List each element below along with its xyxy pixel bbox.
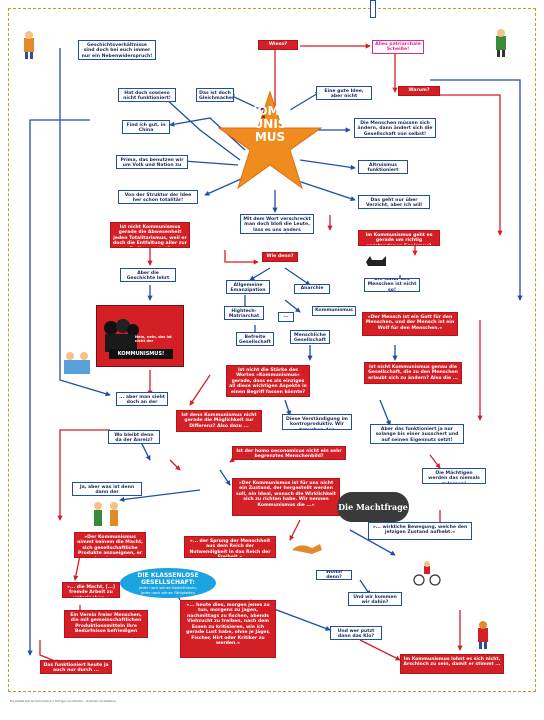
node-21[interactable]: Die Natur des Menschen ist nicht so! bbox=[364, 278, 420, 292]
node-10[interactable]: Prima, das benutzen wir um Volk und Nati… bbox=[116, 155, 188, 169]
star-label-line-1: KOMM bbox=[248, 104, 292, 118]
poster-subtitle: Nein, nein, das ist nicht der bbox=[135, 335, 172, 343]
node-41[interactable]: »Der Kommunismus nimmt keinem die Macht,… bbox=[74, 532, 146, 558]
node-48[interactable]: Und wer putzt dann das Klo? bbox=[330, 626, 382, 640]
node-13[interactable]: Das geht nur über Verzicht, aber ich wil… bbox=[358, 195, 430, 209]
node-50[interactable]: Im Kommunismus lohnt es sich nicht, Arsc… bbox=[400, 654, 504, 674]
node-37[interactable]: Ja, aber was ist denn dann der Kommunism… bbox=[72, 482, 142, 496]
node-33[interactable]: Diese Verständigung im kontroproduktiv. … bbox=[282, 414, 352, 430]
star-label-line-2: UNIS bbox=[253, 117, 287, 131]
heads-illustration bbox=[104, 319, 139, 352]
node-40[interactable]: »... wirkliche Bewegung, welche den jetz… bbox=[368, 522, 472, 540]
star-label-line-3: MUS bbox=[254, 130, 286, 144]
propaganda-poster-image: Nein, nein, das ist nicht der KOMMUNISMU… bbox=[96, 305, 184, 367]
node-17[interactable]: Wie denn? bbox=[262, 252, 298, 262]
figure-icon bbox=[496, 29, 506, 57]
dashed-frame bbox=[8, 8, 536, 692]
question-mark-icon: ? bbox=[260, 106, 269, 122]
node-45[interactable]: Und wir kommen wir dahin? bbox=[348, 592, 402, 606]
classless-society-bubble[interactable]: DIE KLASSENLOSE GESELLSCHAFT: Jeder nach… bbox=[120, 568, 216, 598]
node-22[interactable]: Kommunismus bbox=[312, 306, 356, 316]
node-8[interactable]: Find ich gut, in China brummt's! bbox=[122, 120, 170, 134]
node-43[interactable]: Wohin denn? bbox=[316, 570, 352, 580]
footer-credits: Eine Debatte über den Kommunismus in 50 … bbox=[10, 700, 116, 703]
node-11[interactable]: Altruismus funktioniert nicht! bbox=[358, 160, 408, 174]
node-18[interactable]: Aber die Geschichte lehrt ...! bbox=[120, 268, 176, 282]
node-27[interactable]: Befreite Gesellschaft bbox=[236, 332, 274, 346]
node-49[interactable]: Das funktioniert heute ja auch nur durch… bbox=[40, 660, 112, 674]
node-5[interactable]: Das ist doch Gleichmacherei! bbox=[196, 88, 234, 102]
fox-icon bbox=[292, 544, 322, 554]
node-20[interactable]: Anarchie bbox=[294, 284, 330, 294]
node-6[interactable]: Eine gute Idee, aber nicht realistisch! bbox=[316, 86, 372, 100]
node-36[interactable]: Ist der homo oeconomicus nicht ein sehr … bbox=[232, 446, 346, 460]
node-3[interactable]: Alles patriarchale Scheiße! bbox=[372, 40, 424, 54]
classless-sub-2: Jeder nach seinen Fähigkeiten bbox=[141, 590, 195, 595]
node-39[interactable]: Die Mächtigen werden das niemals zulasse… bbox=[422, 468, 486, 484]
node-28[interactable]: Menschliche Gesellschaft bbox=[290, 330, 330, 344]
star-label: KOMM UNIS MUS bbox=[220, 105, 320, 144]
node-35[interactable]: Wo bleibt denn da der Anreiz? bbox=[108, 430, 160, 444]
node-26[interactable]: »Der Mensch ist ein Gott für den Mensche… bbox=[362, 312, 458, 336]
node-15[interactable]: Ist nicht Kommunismus gerade die Abwesen… bbox=[110, 222, 190, 248]
node-44[interactable]: »... die Macht, [...] fremde Arbeit zu u… bbox=[62, 582, 120, 598]
node-9[interactable]: Die Menschen müssen sich ändern, dann än… bbox=[354, 118, 436, 138]
node-34[interactable]: Aber das funktioniert ja nur solange bis… bbox=[370, 424, 464, 444]
node-12[interactable]: Von der Struktur der Idee her schon tota… bbox=[118, 190, 198, 204]
node-46[interactable]: »... heute dies, morgen jenes zu tun, mo… bbox=[180, 600, 276, 658]
central-star bbox=[217, 90, 323, 190]
wolf-icon bbox=[366, 256, 386, 266]
poster-banner: KOMMUNISMUS! bbox=[109, 349, 173, 359]
node-38[interactable]: »Der Kommunismus ist für uns nicht ein Z… bbox=[232, 478, 340, 516]
node-1[interactable]: Geschichtsverhältnisse sind doch bei euc… bbox=[78, 40, 156, 60]
classless-sub-1: Jeder nach seinen Bedürfnissen, bbox=[139, 586, 197, 590]
node-31[interactable]: ... aber man sieht doch an der Praxis ..… bbox=[116, 392, 168, 406]
node-7[interactable]: Warum? bbox=[398, 86, 440, 96]
node-40-placeholder bbox=[370, 0, 376, 18]
classless-title-1: DIE KLASSENLOSE bbox=[137, 572, 199, 579]
node-4[interactable]: Hat doch sowieso nicht funktioniert! bbox=[118, 88, 176, 102]
node-19[interactable]: Allgemeine Emanzipation bbox=[226, 280, 270, 294]
node-47[interactable]: Ein Verein freier Menschen, die mit geme… bbox=[64, 610, 148, 638]
figure-icon bbox=[64, 352, 90, 374]
node-25[interactable]: ... bbox=[278, 312, 294, 322]
node-30[interactable]: Ist nicht Kommunismus genau die Gesellsc… bbox=[364, 362, 462, 384]
node-2[interactable]: Wieso? bbox=[258, 40, 298, 50]
node-24[interactable]: Hightech-Matriarchat bbox=[224, 306, 264, 320]
classless-title-2: GESELLSCHAFT: bbox=[141, 579, 195, 586]
node-32[interactable]: Ist denn Kommunismus nicht gerade die Mö… bbox=[176, 410, 262, 432]
node-29[interactable]: Ist nicht die Stärke des Wortes »Kommuni… bbox=[226, 365, 310, 397]
figure-icon bbox=[24, 31, 34, 59]
power-question-cloud[interactable]: Die Machtfrage bbox=[337, 492, 409, 522]
figure-icon bbox=[94, 502, 118, 526]
cyclist-icon bbox=[413, 561, 441, 586]
node-16[interactable]: Im Kommunismus geht es gerade um richtig… bbox=[358, 230, 440, 246]
figure-icon bbox=[478, 621, 488, 649]
node-42[interactable]: »... der Sprung der Menschheit aus dem R… bbox=[184, 536, 276, 558]
node-14[interactable]: Mit dem Wort verschreckt man doch bloß d… bbox=[240, 214, 314, 234]
